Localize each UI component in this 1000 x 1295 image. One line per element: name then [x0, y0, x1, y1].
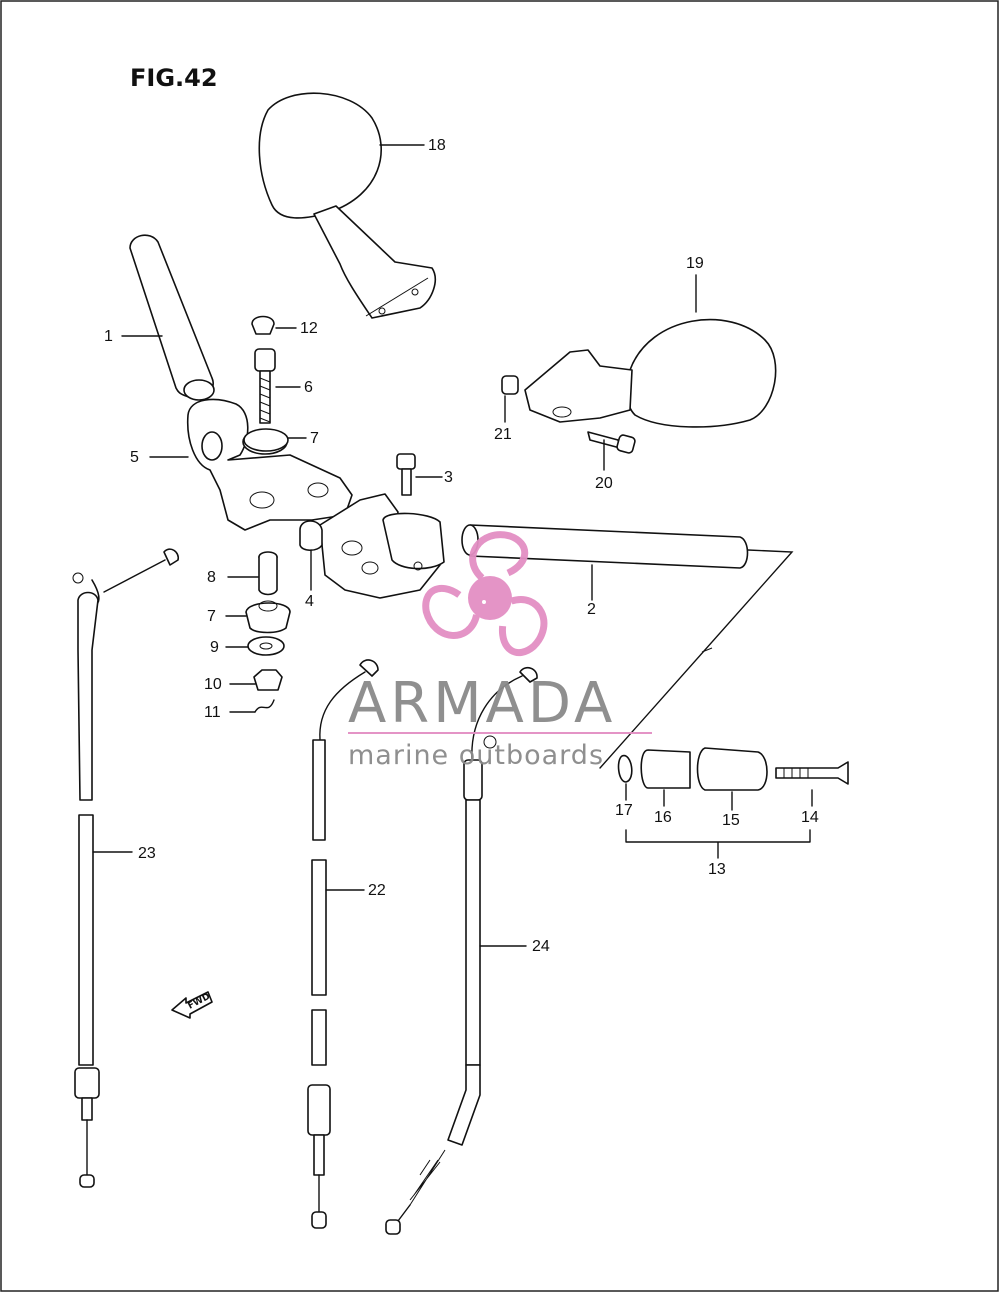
figure-title: FIG.42: [130, 64, 218, 92]
cap-part: [251, 315, 275, 335]
callout-labels: 1 2 3 4 5 6 7 7 8 9 10 11 12 13 14 15 16…: [104, 137, 819, 955]
callout-13: 13: [708, 861, 726, 878]
callout-12: 12: [300, 320, 318, 337]
nut-part: [253, 669, 283, 691]
callout-24: 24: [532, 938, 550, 955]
watermark-tagline: marine outboards: [348, 740, 604, 771]
clip-part: [254, 699, 275, 713]
callout-9: 9: [210, 639, 219, 656]
callout-4: 4: [305, 593, 314, 610]
left-mirror-part: [258, 92, 436, 319]
right-clamp-bracket-part: [319, 493, 445, 599]
watermark-brand: ARMADA: [348, 671, 616, 736]
right-mirror-part: [524, 318, 777, 428]
right-cable-part: [385, 666, 538, 1235]
callout-11: 11: [204, 704, 221, 721]
callout-19: 19: [686, 255, 704, 272]
callout-22: 22: [368, 882, 386, 899]
collar-part: [501, 375, 519, 395]
right-handlebar-tube-part: [461, 524, 749, 569]
watermark: ARMADA marine outboards: [348, 531, 652, 771]
small-bolt-part: [396, 453, 416, 496]
callout-5: 5: [130, 449, 139, 466]
left-cable-part: [72, 548, 180, 1188]
callout-14: 14: [801, 809, 819, 826]
callout-3: 3: [444, 469, 453, 486]
callout-2: 2: [587, 601, 596, 618]
propeller-icon: [422, 531, 548, 657]
callout-16: 16: [654, 809, 672, 826]
callout-23: 23: [138, 845, 156, 862]
callout-7-upper: 7: [310, 430, 319, 447]
callout-18: 18: [428, 137, 446, 154]
callout-1: 1: [104, 328, 113, 345]
washer-part: [247, 636, 285, 656]
callout-15: 15: [722, 812, 740, 829]
callout-7-lower: 7: [207, 608, 216, 625]
cap-nut-part: [299, 520, 323, 552]
lower-rubber-cushion-part: [245, 600, 291, 634]
callout-10: 10: [204, 676, 222, 693]
upper-rubber-cushion-part: [243, 428, 289, 452]
bolt-part: [254, 348, 276, 424]
middle-cable-part: [307, 659, 379, 1229]
callout-17: 17: [615, 802, 633, 819]
bar-end-assembly-part: [617, 747, 849, 791]
leader-lines: [92, 144, 813, 947]
mirror-bolt-part: [587, 431, 636, 454]
callout-8: 8: [207, 569, 216, 586]
left-handlebar-tube-part: [129, 234, 215, 401]
spacer-part: [258, 551, 278, 596]
callout-6: 6: [304, 379, 313, 396]
callout-21: 21: [494, 426, 512, 443]
callout-20: 20: [595, 475, 613, 492]
fwd-arrow-icon: FWD: [171, 991, 213, 1019]
